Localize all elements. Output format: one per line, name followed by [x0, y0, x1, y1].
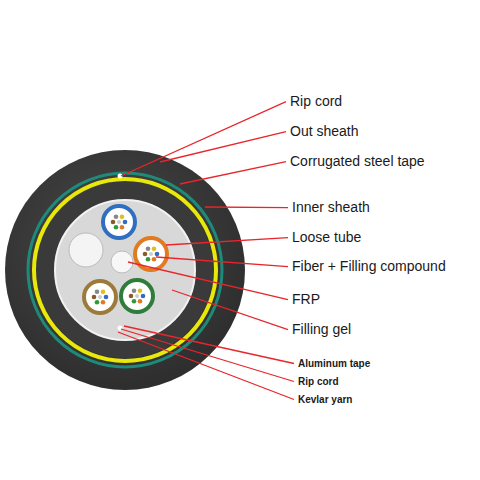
part-label: Kevlar yarn	[298, 394, 352, 405]
leader-line	[128, 262, 288, 300]
inner-sheath	[37, 182, 213, 358]
part-label: Inner sheath	[292, 200, 370, 215]
leader-line	[121, 102, 286, 176]
part-label: Aluminum tape	[298, 358, 370, 369]
outer-sheath	[5, 150, 245, 390]
filler-rod	[69, 233, 103, 267]
loose-tube	[84, 281, 116, 313]
leader-line	[118, 332, 294, 400]
part-label: Rip cord	[298, 376, 339, 387]
leader-line	[180, 162, 286, 184]
loose-tube	[103, 206, 135, 238]
leader-line	[121, 329, 294, 382]
part-label: Corrugated steel tape	[290, 154, 425, 169]
aluminum-tape-ring	[34, 179, 216, 361]
part-label: Loose tube	[292, 230, 361, 245]
core-filling-gel	[55, 200, 195, 340]
leader-line	[205, 206, 288, 208]
steel-tape-ring	[28, 173, 222, 367]
loose-tube	[121, 280, 153, 312]
part-label: Out sheath	[290, 124, 359, 139]
part-label: Rip cord	[290, 94, 342, 109]
part-label: Filling gel	[292, 322, 351, 337]
leader-line	[160, 132, 286, 162]
part-label: Fiber + Filling compound	[292, 259, 446, 274]
leader-line	[172, 290, 288, 330]
leader-line	[166, 238, 288, 245]
part-label: FRP	[292, 292, 320, 307]
leader-line	[156, 257, 288, 267]
